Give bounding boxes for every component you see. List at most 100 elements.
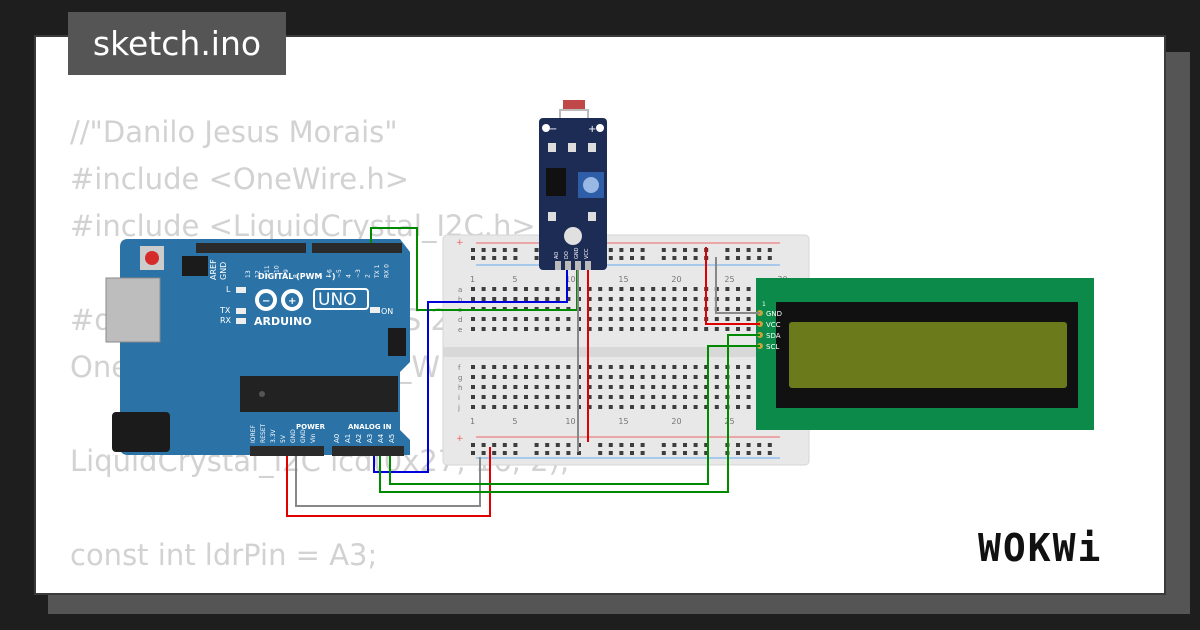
row-letter: f <box>458 364 461 372</box>
digital-pin-label: RX 0 <box>384 264 391 278</box>
digital-pin-label: ~11 <box>264 265 271 278</box>
column-number: 10 <box>565 417 575 426</box>
analog-pin-label: A4 <box>377 433 385 443</box>
atmega-chip <box>240 376 398 412</box>
lcd-pin-one: 1 <box>762 301 766 308</box>
row-letter: j <box>457 404 460 412</box>
digital-pin-label: 4 <box>346 274 353 278</box>
code-line: const int ldrPin = A3; <box>70 538 378 572</box>
column-number: 5 <box>512 275 517 284</box>
row-letter: i <box>458 394 460 402</box>
arduino-uno[interactable]: DIGITAL (PWM ~) AREF GND L TX RX − + UNO… <box>105 239 410 456</box>
analog-pin-label: A2 <box>355 434 363 443</box>
analog-pin-label: A1 <box>344 434 352 443</box>
power-label: POWER <box>296 423 326 431</box>
wire-red-lcd-vcc <box>705 247 760 325</box>
usb-port <box>105 277 161 343</box>
ldr-pin[interactable] <box>575 261 581 270</box>
wire-red-5v <box>286 447 491 517</box>
reset-button[interactable] <box>145 251 159 265</box>
power-led <box>564 227 582 245</box>
row-letter: d <box>458 316 462 324</box>
lcd-screen <box>789 322 1067 388</box>
lcd-1602-i2c[interactable]: 1 GND VCC SDA SCL <box>756 278 1094 430</box>
wires <box>286 227 760 517</box>
wire-gray-lcd-gnd <box>715 257 760 314</box>
plus-label: + <box>588 124 596 135</box>
lcd-pin-label: VCC <box>766 321 781 329</box>
rx-led <box>236 318 246 324</box>
digital-pin-label: 13 <box>245 270 252 278</box>
tx-led <box>236 308 246 314</box>
column-number: 25 <box>724 275 734 284</box>
row-letter: h <box>458 384 462 392</box>
column-number: 1 <box>470 275 475 284</box>
gnd-label: GND <box>219 262 228 280</box>
analog-pin-label: A3 <box>366 434 374 443</box>
arduino-brand-label: ARDUINO <box>254 315 312 328</box>
digital-pin-label: ~10 <box>274 265 281 278</box>
l-led <box>236 287 246 293</box>
column-number: 20 <box>671 275 681 284</box>
svg-text:−: − <box>262 296 270 307</box>
digital-label: DIGITAL (PWM ~) <box>258 272 336 281</box>
digital-pin-label: 12 <box>255 270 262 278</box>
digital-pin-label: ~3 <box>355 269 362 278</box>
digital-pin-label: ~6 <box>327 269 334 278</box>
digital-pin-label: ~9 <box>283 269 290 278</box>
row-letter: a <box>458 286 462 294</box>
digital-header-left <box>196 243 306 253</box>
file-tab[interactable]: sketch.ino <box>68 12 286 75</box>
breadboard-holes <box>471 248 772 455</box>
svg-text:+: + <box>456 238 464 248</box>
on-led <box>370 307 380 313</box>
svg-text:+: + <box>288 296 296 307</box>
lcd-pin-label: GND <box>766 310 782 318</box>
digital-pin-label: 8 <box>293 274 300 278</box>
digital-pin-label: ~5 <box>336 269 343 278</box>
icsp-header-right <box>388 328 406 356</box>
digital-pin-label: 7 <box>317 274 324 278</box>
ldr-pin[interactable] <box>565 261 571 270</box>
power-jack <box>112 412 170 452</box>
column-number: 15 <box>618 275 628 284</box>
photoresistor <box>563 100 585 110</box>
wokwi-logo[interactable]: WOKWi <box>978 526 1103 570</box>
arduino-infinity-logo: − + <box>255 289 303 311</box>
digital-header-right <box>312 243 402 253</box>
column-number: 5 <box>512 417 517 426</box>
lcd-pin-label: SDA <box>766 332 781 340</box>
minus-label: − <box>549 124 557 135</box>
column-number: 1 <box>470 417 475 426</box>
row-letter: g <box>458 374 462 382</box>
tx-label: TX <box>219 306 231 315</box>
analog-header <box>332 446 404 456</box>
power-header <box>250 446 324 456</box>
digital-pin-label: TX 1 <box>374 264 381 279</box>
column-number: 10 <box>565 275 575 284</box>
power-pin-label: 3.3V <box>270 428 277 443</box>
power-pin-label: IOREF <box>250 425 257 443</box>
analog-pin-label: A0 <box>333 434 341 443</box>
lcd-pin-label: SCL <box>766 343 779 351</box>
ldr-pin[interactable] <box>585 261 591 270</box>
code-line: #include <LiquidCrystal_I2C.h> <box>70 209 536 243</box>
ldr-pin-label: VCC <box>584 248 590 259</box>
ldr-pin[interactable] <box>555 261 561 270</box>
svg-text:+: + <box>456 434 464 444</box>
l-led-label: L <box>226 285 231 294</box>
power-pin-label: RESET <box>260 423 267 443</box>
on-label: ON <box>381 307 393 316</box>
code-line: //"Danilo Jesus Morais" <box>70 115 398 149</box>
column-number: 20 <box>671 417 681 426</box>
breadboard-column-numbers: 115510101515202025253030 <box>470 275 788 426</box>
ldr-pin-label: GND <box>574 247 580 259</box>
code-line: #include <OneWire.h> <box>70 162 410 196</box>
row-letter: e <box>458 326 462 334</box>
